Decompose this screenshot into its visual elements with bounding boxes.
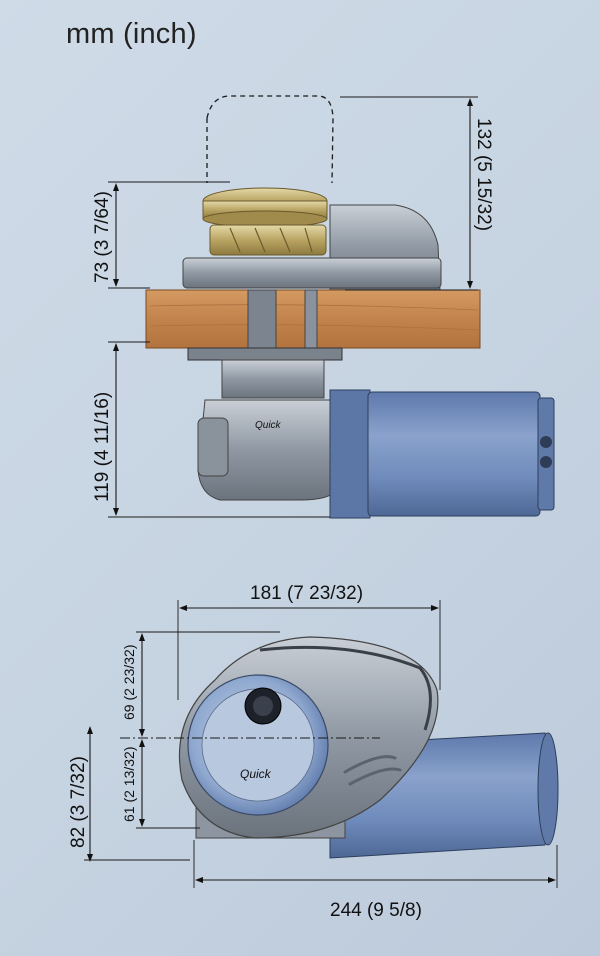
dim-total-depth-label: 82 (3 7/32) — [68, 756, 89, 848]
dim-total-height-label: 132 (5 15/32) — [473, 118, 494, 231]
units-title: mm (inch) — [66, 18, 197, 50]
side-logo: Quick — [255, 420, 282, 431]
top-logo: Quick — [240, 767, 272, 781]
dim-below-deck-label: 119 (4 11/16) — [92, 392, 113, 502]
motor-flange — [329, 389, 371, 519]
dim-width-label: 181 (7 23/32) — [250, 583, 363, 604]
dim-upper-label: 69 (2 23/32) — [121, 645, 137, 721]
top-view: Quick 181 (7 23/32) 244 (9 5/8) — [68, 583, 559, 921]
motor-body — [367, 391, 541, 517]
under-deck-plate — [187, 347, 343, 361]
dim-lower-label: 61 (2 13/32) — [121, 747, 137, 823]
base-flange — [182, 257, 442, 289]
gearbox-column — [221, 359, 325, 399]
dim-length-label: 244 (9 5/8) — [330, 900, 422, 921]
side-view: Quick 132 (5 15/32) 73 (3 7/64) 119 (4 1… — [92, 95, 555, 519]
gypsy — [209, 224, 327, 256]
dim-above-deck-label: 73 (3 7/64) — [92, 191, 113, 283]
cap-dashed-outline — [206, 95, 334, 184]
